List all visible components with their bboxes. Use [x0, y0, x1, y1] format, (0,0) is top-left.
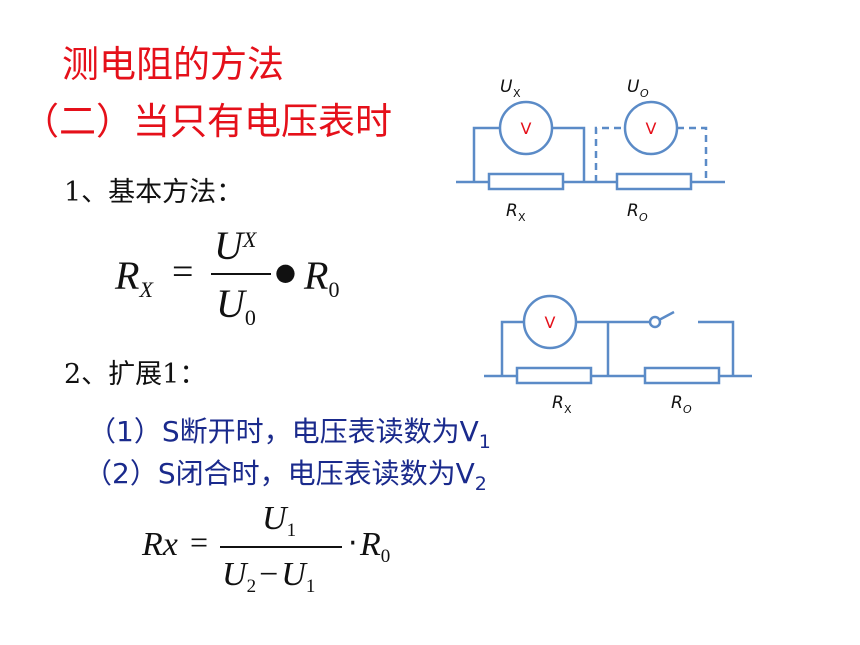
- circuit1-wire-right-b: [677, 126, 708, 182]
- formula1-rhs: R: [304, 253, 329, 298]
- section-1-label: 1、基本方法：: [64, 177, 244, 208]
- formula1-num-sub: X: [242, 227, 257, 252]
- formula2-dot: ·: [348, 526, 358, 561]
- circuit2-wire-left: [500, 320, 524, 376]
- circuit2-resistor-ro: [643, 366, 721, 385]
- circuit1-ro-sub: O: [639, 211, 648, 224]
- formula1-lhs: R: [115, 253, 140, 298]
- formula2-lhs: Rx: [142, 526, 178, 563]
- formula2-num: U: [262, 500, 287, 537]
- formula1-eq: =: [172, 251, 194, 293]
- circuit2-switch-blade: [658, 310, 675, 322]
- circuit2-rx-label: R: [552, 393, 564, 413]
- circuit1-voltmeter-a: [498, 100, 554, 156]
- circuit1-wire-left-b: [594, 126, 625, 182]
- formula2-num-sub: 1: [286, 520, 297, 541]
- formula2-den-b: U: [281, 556, 306, 593]
- step-1-text: （1）S断开时，电压表读数为V: [88, 415, 479, 448]
- circuit1-rx-sub: X: [518, 211, 526, 224]
- formula1-lhs-sub: X: [139, 277, 153, 302]
- circuit2-meter-label: V: [545, 313, 556, 332]
- section-2-label: 2、扩展1：: [64, 359, 207, 390]
- circuit2-resistor-rx: [515, 366, 593, 385]
- formula2-den-b-sub: 1: [305, 576, 316, 597]
- formula2-den-a: U: [222, 556, 247, 593]
- formula2-minus: −: [259, 556, 279, 593]
- circuit1-ux-label: U: [500, 77, 513, 97]
- circuit1-uo-label: U: [627, 77, 640, 97]
- formula1-rhs-sub: 0: [328, 277, 340, 302]
- circuit2-rx-sub: X: [564, 403, 572, 416]
- circuit1-meter-b-label: V: [646, 119, 657, 138]
- formula1-dot: ●: [275, 258, 296, 286]
- circuit2-ro-label: R: [671, 393, 683, 413]
- circuit2-voltmeter: [522, 294, 578, 350]
- step-2-sub: 2: [474, 473, 487, 495]
- circuit1-resistor-rx: [487, 172, 565, 191]
- circuit1-wire-right-a: [552, 126, 586, 182]
- formula1-den: U: [216, 281, 245, 326]
- page-subtitle: （二）当只有电压表时: [22, 100, 392, 143]
- circuit2-switch-pivot: [648, 315, 662, 329]
- formula1-fraction-bar: [211, 273, 271, 275]
- circuit1-ro-label: R: [627, 201, 639, 221]
- circuit1-uo-sub: O: [640, 87, 649, 100]
- circuit1-resistor-ro: [615, 172, 693, 191]
- step-2-text: （2）S闭合时，电压表读数为V: [84, 457, 475, 490]
- formula2-rhs-sub: 0: [380, 546, 391, 567]
- circuit1-meter-a-label: V: [521, 119, 532, 138]
- circuit1-rx-label: R: [506, 201, 518, 221]
- step-1-sub: 1: [478, 431, 491, 453]
- formula2-eq: =: [190, 524, 209, 560]
- formula2-fraction-bar: [220, 546, 342, 548]
- formula1-den-sub: 0: [244, 305, 256, 330]
- circuit1-ux-sub: X: [513, 87, 521, 100]
- formula1-num: U: [214, 223, 243, 268]
- circuit1-wire-left-a: [472, 126, 500, 182]
- page-title: 测电阻的方法: [62, 43, 284, 86]
- circuit2-ro-sub: O: [683, 403, 692, 416]
- circuit2-wire-right: [698, 320, 735, 376]
- circuit1-voltmeter-b: [623, 100, 679, 156]
- formula2-rhs: R: [360, 526, 381, 563]
- formula2-den-a-sub: 2: [246, 576, 257, 597]
